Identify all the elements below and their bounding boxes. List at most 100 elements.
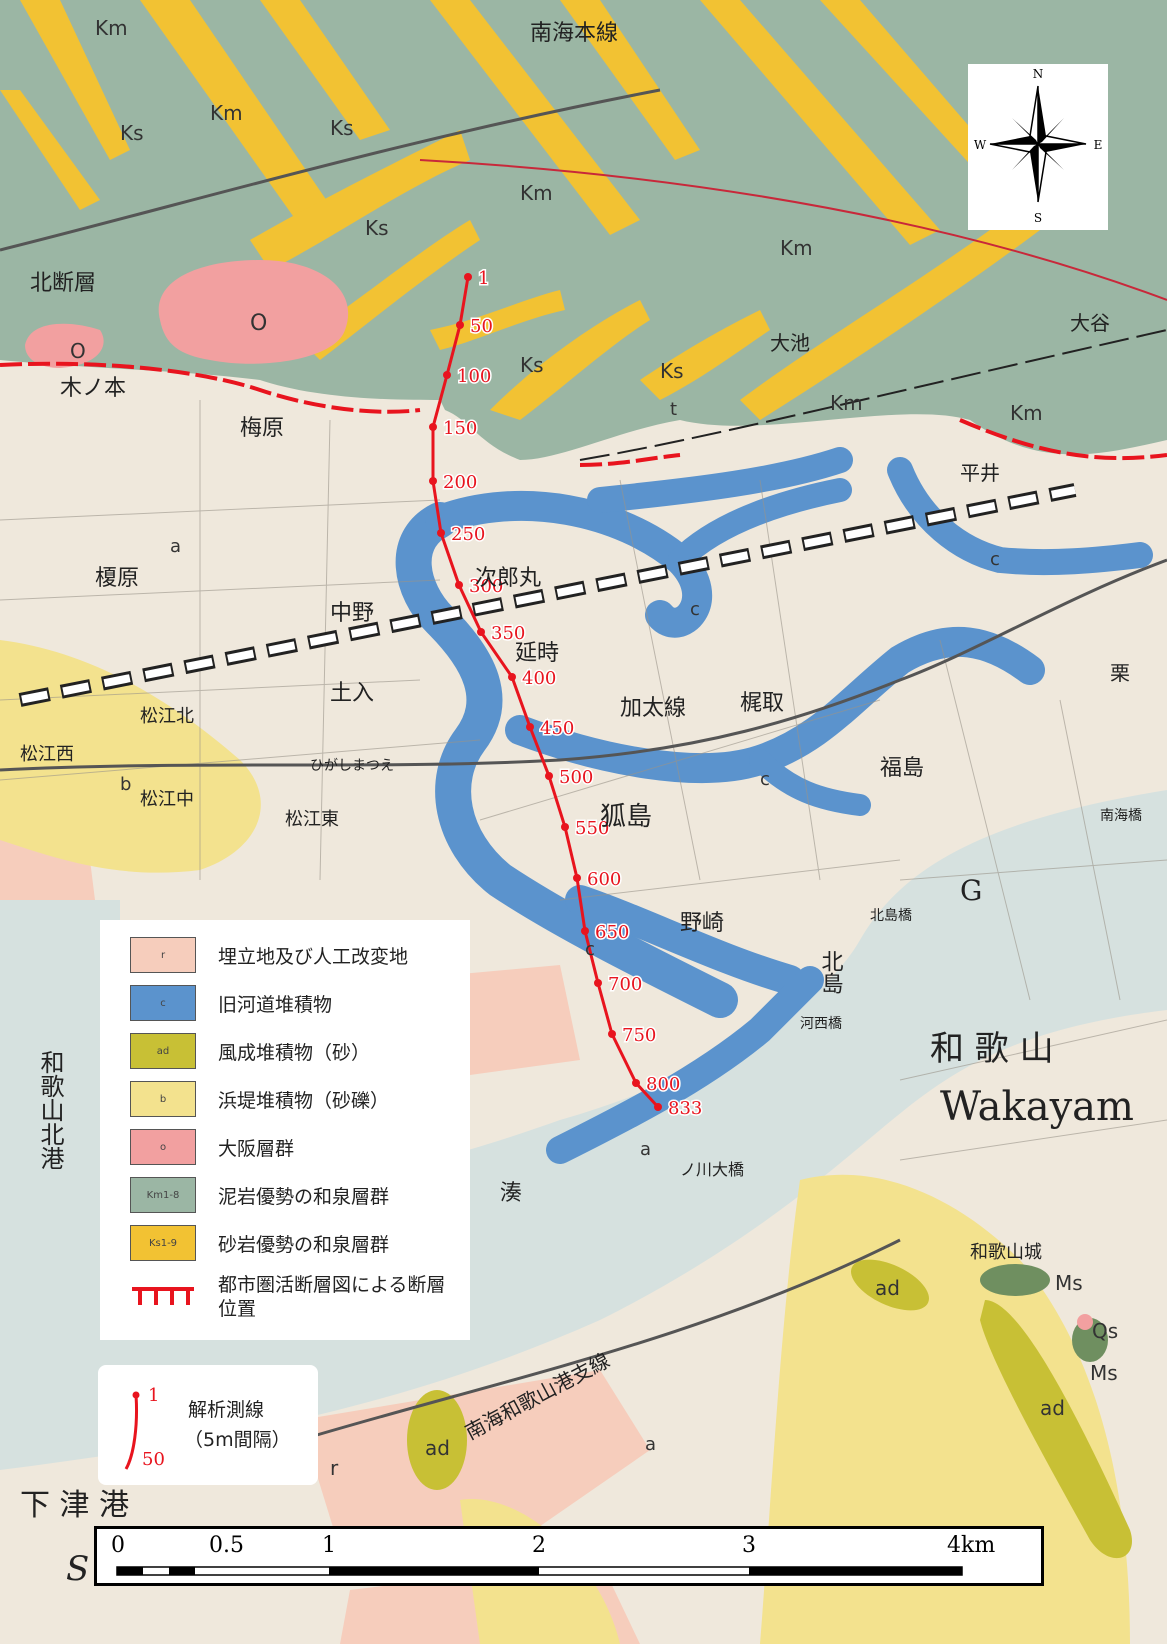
survey-station-dot: [437, 529, 445, 537]
survey-station-dot: [429, 477, 437, 485]
label-minato: 湊: [500, 1181, 522, 1206]
unit-ad-1: ad: [875, 1276, 900, 1300]
label-kyuu: 栗: [1110, 661, 1130, 685]
survey-station-label: 200: [443, 472, 477, 493]
compass-w: W: [974, 138, 987, 152]
legend-item-fault: 都市圏活断層図による断層位置: [130, 1272, 458, 1322]
label-kajitori: 梶取: [740, 691, 784, 716]
unit-labels: Km Ks Km Ks Ks Km Km Ks Ks Km Km O O a b…: [70, 16, 1118, 1480]
label-fukushima: 福島: [880, 756, 924, 781]
mudstone-castle-2: [1072, 1318, 1108, 1362]
unit-r-1: r: [330, 1456, 339, 1480]
legend-item-sandstone: Ks1-9 砂岩優勢の和泉層群: [130, 1224, 389, 1262]
label-nozaki: 野崎: [680, 911, 724, 936]
unit-ks-5: Ks: [660, 359, 684, 383]
survey-station-dot: [573, 874, 581, 882]
survey-station-dot: [608, 1030, 616, 1038]
survey-station-dot: [545, 772, 553, 780]
survey-station-label: 500: [559, 767, 593, 788]
scale-label-0-5: 0.5: [209, 1533, 244, 1558]
label-umehara: 梅原: [240, 416, 284, 441]
label-nankai-line: 南海本線: [530, 21, 618, 46]
legend-item-beach: b 浜堤堆積物（砂礫）: [130, 1080, 389, 1118]
unit-c-4: c: [585, 939, 595, 960]
compass-rose-icon: N S E W: [974, 67, 1103, 225]
aeolian-sand-2: [980, 1300, 1132, 1559]
label-higashi: ひがしまつえ: [310, 758, 394, 774]
legend-label: 泥岩優勢の和泉層群: [218, 1185, 390, 1208]
unit-km-6: Km: [1010, 401, 1043, 425]
label-oiwa: 大谷: [1070, 311, 1110, 335]
legend: r 埋立地及び人工改変地 c 旧河道堆積物 ad 風成堆積物（砂） b 浜堤堆積…: [100, 920, 470, 1340]
legend-label: 埋立地及び人工改変地: [218, 945, 409, 968]
label-nakano: 中野: [330, 601, 374, 626]
legend-item-osaka: o 大阪層群: [130, 1128, 294, 1166]
scale-label-0: 0: [111, 1533, 125, 1558]
survey-station-dot: [594, 979, 602, 987]
unit-ad-2: ad: [1040, 1396, 1065, 1420]
survey-station-label: 300: [469, 576, 503, 597]
unit-b-1: b: [120, 774, 131, 795]
survey-station-label: 100: [457, 366, 491, 387]
scale-label-3: 3: [742, 1533, 756, 1558]
scale-bar: 0 0.5 1 2 3 4km: [94, 1526, 1044, 1586]
label-matsue-naka: 松江中: [140, 789, 194, 810]
legend-item-mudstone: Km1-8 泥岩優勢の和泉層群: [130, 1176, 389, 1214]
label-tsuchiiri: 土入: [330, 681, 374, 706]
unit-a-1: a: [170, 536, 181, 557]
label-shimotsu-ko: 下 津 港: [20, 1488, 129, 1523]
beach-deposit-matsue: [0, 640, 261, 873]
label-nobutoki: 延時: [515, 641, 559, 666]
scale-label-2: 2: [532, 1533, 546, 1558]
legend-label: 大阪層群: [218, 1137, 295, 1160]
label-wakayama-kita-ko: 和歌山北港: [36, 1050, 64, 1170]
label-hokudan-fault: 北断層: [30, 271, 96, 296]
survey-line-key: 1 50 解析測線 （5m間隔）: [98, 1365, 318, 1485]
key-label-line2: （5m間隔）: [184, 1429, 291, 1451]
legend-swatch: Ks1-9: [130, 1225, 196, 1261]
aeolian-sand-3: [407, 1390, 467, 1490]
survey-station-label: 800: [646, 1074, 680, 1095]
survey-station-dot: [456, 321, 464, 329]
unit-t: t: [670, 399, 677, 420]
osaka-group-1: [158, 260, 349, 364]
legend-swatch: b: [130, 1081, 196, 1117]
label-enokihara: 榎原: [95, 566, 139, 591]
qs-outcrop: [1077, 1314, 1093, 1330]
label-wakayama-castle: 和歌山城: [970, 1242, 1042, 1263]
unit-a-2: a: [640, 1139, 651, 1160]
survey-station-label: 350: [491, 623, 525, 644]
unit-o-1: O: [250, 311, 267, 336]
survey-station-label: 450: [540, 718, 574, 739]
survey-station-dot: [654, 1103, 662, 1111]
legend-swatch: o: [130, 1129, 196, 1165]
survey-station-dot: [455, 581, 463, 589]
label-kada-line: 加太線: [620, 696, 686, 721]
legend-swatch: c: [130, 985, 196, 1021]
survey-station-label: 550: [575, 818, 609, 839]
label-jiromaru: 次郎丸: [475, 566, 541, 591]
unit-ks-4: Ks: [520, 353, 544, 377]
osaka-group-2: [25, 323, 104, 368]
label-kawanishi-bashi: 河西橋: [800, 1016, 842, 1032]
label-kitajima-bashi: 北島橋: [870, 908, 912, 924]
unit-km-5: Km: [830, 391, 863, 415]
compass-e: E: [1094, 138, 1103, 152]
survey-station-label: 400: [522, 668, 556, 689]
harbor-water: [0, 900, 120, 1400]
scale-bar-graphic: [116, 1566, 963, 1576]
compass-s: S: [1034, 211, 1042, 225]
legend-item-old-channel: c 旧河道堆積物: [130, 984, 332, 1022]
unit-c-1: c: [990, 549, 1000, 570]
unit-km-3: Km: [520, 181, 553, 205]
unit-ad-3: ad: [425, 1436, 450, 1460]
unit-ms-2: Ms: [1090, 1361, 1118, 1385]
label-G: G: [960, 874, 982, 907]
legend-swatch: ad: [130, 1033, 196, 1069]
survey-station-label: 600: [587, 869, 621, 890]
label-kinomoto: 木ノ本: [60, 376, 126, 401]
legend-swatch: Km1-8: [130, 1177, 196, 1213]
label-nankai-bashi: 南海橋: [1100, 808, 1142, 824]
key-end-label: 50: [142, 1449, 165, 1470]
